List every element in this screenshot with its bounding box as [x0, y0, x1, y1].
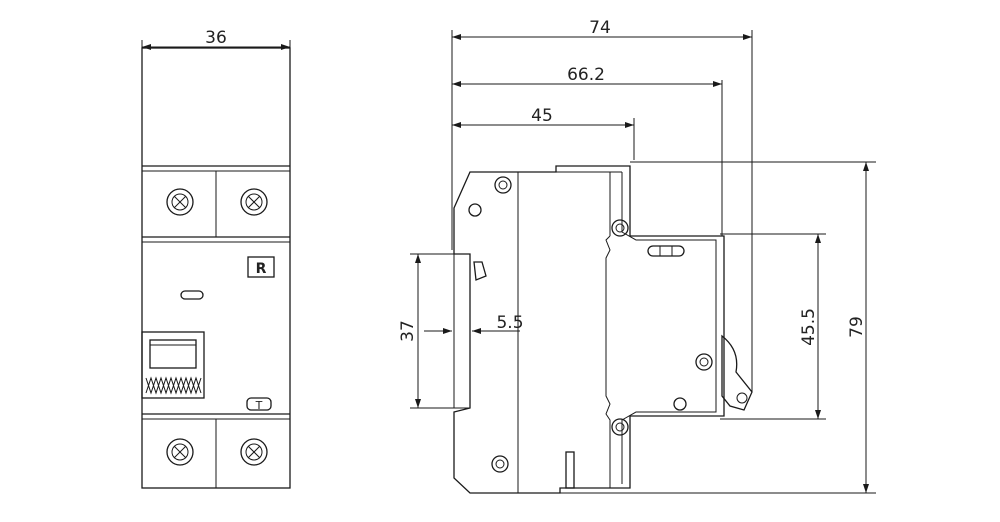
rail-latch	[721, 334, 753, 411]
svg-text:R: R	[256, 261, 267, 277]
dimension-37: 37	[398, 253, 470, 409]
svg-text:45: 45	[531, 106, 553, 126]
screw-top-right	[611, 219, 629, 237]
small-hole	[673, 397, 687, 411]
svg-text:66.2: 66.2	[567, 65, 605, 85]
top-terminal-left	[166, 188, 194, 216]
dimension-45-5: 45.5	[720, 233, 826, 420]
svg-text:74: 74	[589, 18, 611, 38]
screw-mid-right	[695, 353, 713, 371]
dimension-79: 79	[560, 161, 876, 494]
svg-text:45.5: 45.5	[799, 308, 819, 346]
svg-text:5.5: 5.5	[496, 313, 523, 333]
indicator-window	[180, 290, 204, 300]
dimension-74: 74	[452, 18, 752, 40]
dimension-66-2: 66.2	[452, 65, 722, 87]
dimension-45: 45	[452, 106, 634, 128]
screw-bottom-right	[611, 418, 629, 436]
dimension-5-5: 5.5	[424, 313, 524, 334]
pivot-hole	[468, 203, 482, 217]
top-terminal-right	[240, 188, 268, 216]
screw-top-left	[494, 176, 512, 194]
bottom-slot	[565, 451, 575, 489]
test-button: T	[246, 397, 272, 412]
bottom-terminal-left	[166, 438, 194, 466]
rail-clip	[647, 245, 685, 257]
front-width-label: 36	[205, 28, 227, 48]
svg-text:37: 37	[398, 320, 418, 342]
reset-badge: R	[247, 256, 275, 278]
svg-text:79: 79	[847, 316, 867, 338]
front-view: 36	[141, 28, 291, 489]
front-face	[453, 253, 487, 409]
svg-text:T: T	[255, 399, 263, 412]
side-view: 74 66.2 45 79 45.5	[398, 18, 876, 494]
screw-bottom-left	[491, 455, 509, 473]
bottom-terminal-right	[240, 438, 268, 466]
front-width-dimension: 36	[141, 28, 291, 170]
side-body-outline	[453, 165, 725, 494]
toggle-handle	[141, 331, 205, 399]
